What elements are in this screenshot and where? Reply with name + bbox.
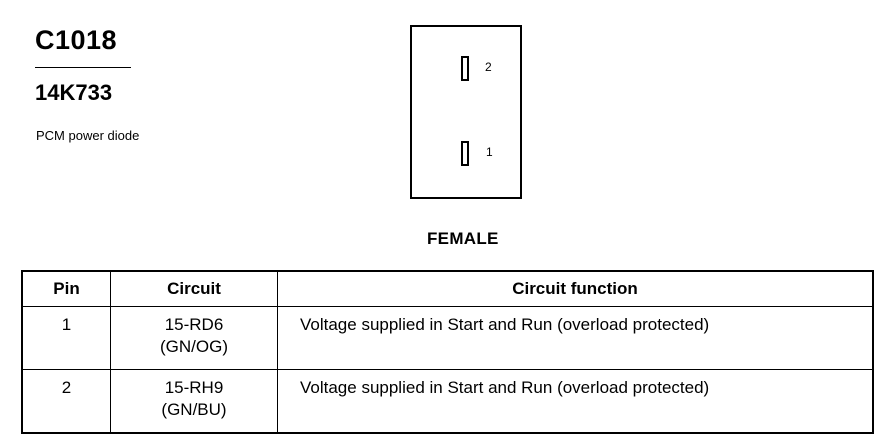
header-circuit-function: Circuit function [277,270,874,307]
header-circuit: Circuit [110,270,278,307]
circuit-cell: 15-RD6 (GN/OG) [110,306,278,370]
connector-id: C1018 [35,25,118,55]
pin-cell: 2 [21,369,111,433]
function-cell: Voltage supplied in Start and Run (overl… [277,369,874,433]
table-row: 1 15-RD6 (GN/OG) Voltage supplied in Sta… [21,306,874,370]
circuit-code: 15-RD6 [164,315,224,334]
part-number: 14K733 [35,80,113,105]
table-header-row: Pin Circuit Circuit function [21,270,874,307]
connector-description: PCM power diode [36,128,140,143]
circuit-cell: 15-RH9 (GN/BU) [110,369,278,433]
terminal-1-icon [461,141,469,166]
circuit-code: 15-RH9 [164,378,224,397]
function-cell: Voltage supplied in Start and Run (overl… [277,306,874,370]
terminal-2-label: 2 [485,60,492,74]
connector-gender-label: FEMALE [427,229,499,248]
circuit-color: (GN/BU) [161,400,227,420]
pinout-table: Pin Circuit Circuit function 1 15-RD6 (G… [21,270,874,434]
terminal-2-icon [461,56,469,81]
pin-cell: 1 [21,306,111,370]
header-pin: Pin [21,270,111,307]
connector-face-diagram [410,25,522,199]
circuit-color: (GN/OG) [160,337,228,357]
table-row: 2 15-RH9 (GN/BU) Voltage supplied in Sta… [21,369,874,433]
terminal-1-label: 1 [486,145,493,159]
title-underline [35,67,131,68]
